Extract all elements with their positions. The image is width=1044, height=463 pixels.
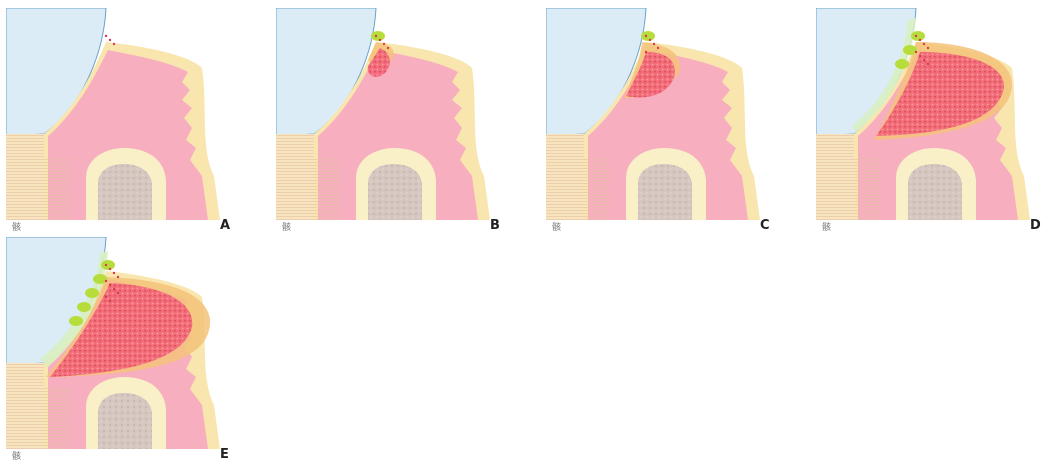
bacteria-dot: [923, 59, 925, 61]
periodontal-fibers: [584, 158, 610, 220]
bacteria-dot: [105, 35, 107, 37]
bacteria-dot: [105, 264, 107, 266]
panel-label: A: [220, 218, 230, 233]
bacteria-dot: [927, 47, 929, 49]
bacteria-dot: [105, 296, 107, 298]
bone-texture: [98, 393, 152, 449]
panel-corner-mark: 骸: [282, 220, 291, 233]
panel-corner-mark: 骸: [12, 449, 21, 462]
bacteria-dot: [919, 39, 921, 41]
gingiva-illustration-b: [276, 8, 512, 220]
gingiva-illustration-c: [546, 8, 782, 220]
periodontal-fibers: [854, 158, 880, 220]
root-lines: [816, 134, 854, 220]
bacteria-dot: [117, 276, 119, 278]
bacteria-dot: [387, 47, 389, 49]
bacteria-dot: [915, 35, 917, 37]
bone-texture: [908, 164, 962, 220]
periodontal-fibers: [44, 158, 70, 220]
panel-label: E: [220, 447, 229, 462]
periodontal-fibers: [314, 158, 340, 220]
plaque-icon: [903, 45, 917, 55]
bacteria-dot: [919, 55, 921, 57]
bone-texture: [638, 164, 692, 220]
bacteria-dot: [375, 35, 377, 37]
plaque-icon: [911, 31, 925, 41]
plaque-icon: [93, 274, 107, 284]
gingiva-illustration-d: [816, 8, 1044, 220]
periodontal-fibers: [44, 387, 70, 449]
plaque-icon: [101, 260, 115, 270]
gingiva-illustration-e: [6, 237, 242, 449]
bacteria-dot: [923, 43, 925, 45]
bacteria-dot: [915, 51, 917, 53]
bacteria-dot: [645, 51, 647, 53]
gingiva-illustration-a: [6, 8, 242, 220]
panel-label: D: [1030, 218, 1041, 233]
bacteria-dot: [105, 280, 107, 282]
bacteria-dot: [113, 272, 115, 274]
panel-corner-mark: 骸: [12, 220, 21, 233]
bacteria-dot: [649, 39, 651, 41]
plaque-icon: [641, 31, 655, 41]
root-lines: [276, 134, 314, 220]
panel-label: C: [760, 218, 770, 233]
panel-label: B: [490, 218, 500, 233]
plaque-icon: [371, 31, 385, 41]
root-lines: [6, 363, 44, 449]
bacteria-dot: [113, 288, 115, 290]
bacteria-dot: [109, 284, 111, 286]
plaque-icon: [895, 59, 909, 69]
bacteria-dot: [379, 39, 381, 41]
bacteria-dot: [383, 43, 385, 45]
bacteria-dot: [645, 35, 647, 37]
bacteria-dot: [927, 63, 929, 65]
bacteria-dot: [653, 43, 655, 45]
root-lines: [6, 134, 44, 220]
plaque-icon: [69, 316, 83, 326]
bacteria-dot: [117, 292, 119, 294]
bacteria-dot: [657, 47, 659, 49]
bacteria-dot: [109, 39, 111, 41]
bacteria-dot: [109, 300, 111, 302]
bacteria-dot: [109, 268, 111, 270]
panel-corner-mark: 骸: [822, 220, 831, 233]
bone-texture: [368, 164, 422, 220]
root-lines: [546, 134, 584, 220]
bone-texture: [98, 164, 152, 220]
plaque-icon: [77, 302, 91, 312]
plaque-icon: [85, 288, 99, 298]
bacteria-dot: [113, 43, 115, 45]
panel-corner-mark: 骸: [552, 220, 561, 233]
